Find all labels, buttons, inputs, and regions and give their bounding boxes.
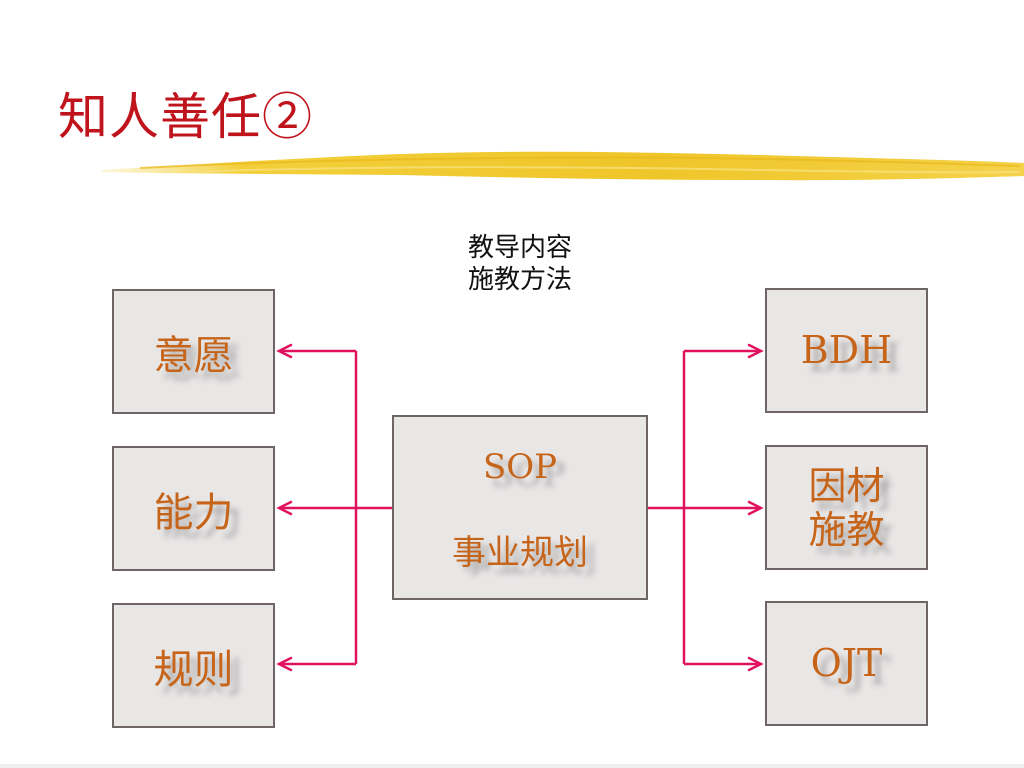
box-rules: 规则: [112, 603, 275, 728]
brush-stroke-underline: [102, 151, 1024, 181]
caption-teaching: 教导内容 施教方法: [420, 232, 620, 296]
box-sop-career-plan: SOP 事业规划: [392, 415, 648, 600]
page-title: 知人善任②: [58, 88, 313, 146]
caption-line-content: 教导内容: [467, 233, 572, 263]
box-ability: 能力: [112, 446, 275, 571]
box-label-line1: 因材: [808, 463, 885, 508]
caption-line-method: 施教方法: [467, 265, 572, 295]
box-bdh: BDH: [765, 288, 928, 413]
box-individualized-teaching: 因材 施教: [765, 445, 928, 570]
footer-divider: [0, 764, 1024, 768]
box-label: 规则: [153, 646, 234, 693]
box-label: OJT: [810, 641, 883, 685]
box-label: 意愿: [153, 332, 234, 379]
center-label-career-plan: 事业规划: [452, 533, 588, 573]
center-label-sop: SOP: [482, 447, 558, 487]
box-willingness: 意愿: [112, 289, 275, 414]
box-label: 能力: [153, 489, 234, 536]
box-label-line2: 施教: [808, 507, 885, 552]
box-label: BDH: [800, 328, 893, 372]
box-ojt: OJT: [765, 601, 928, 726]
